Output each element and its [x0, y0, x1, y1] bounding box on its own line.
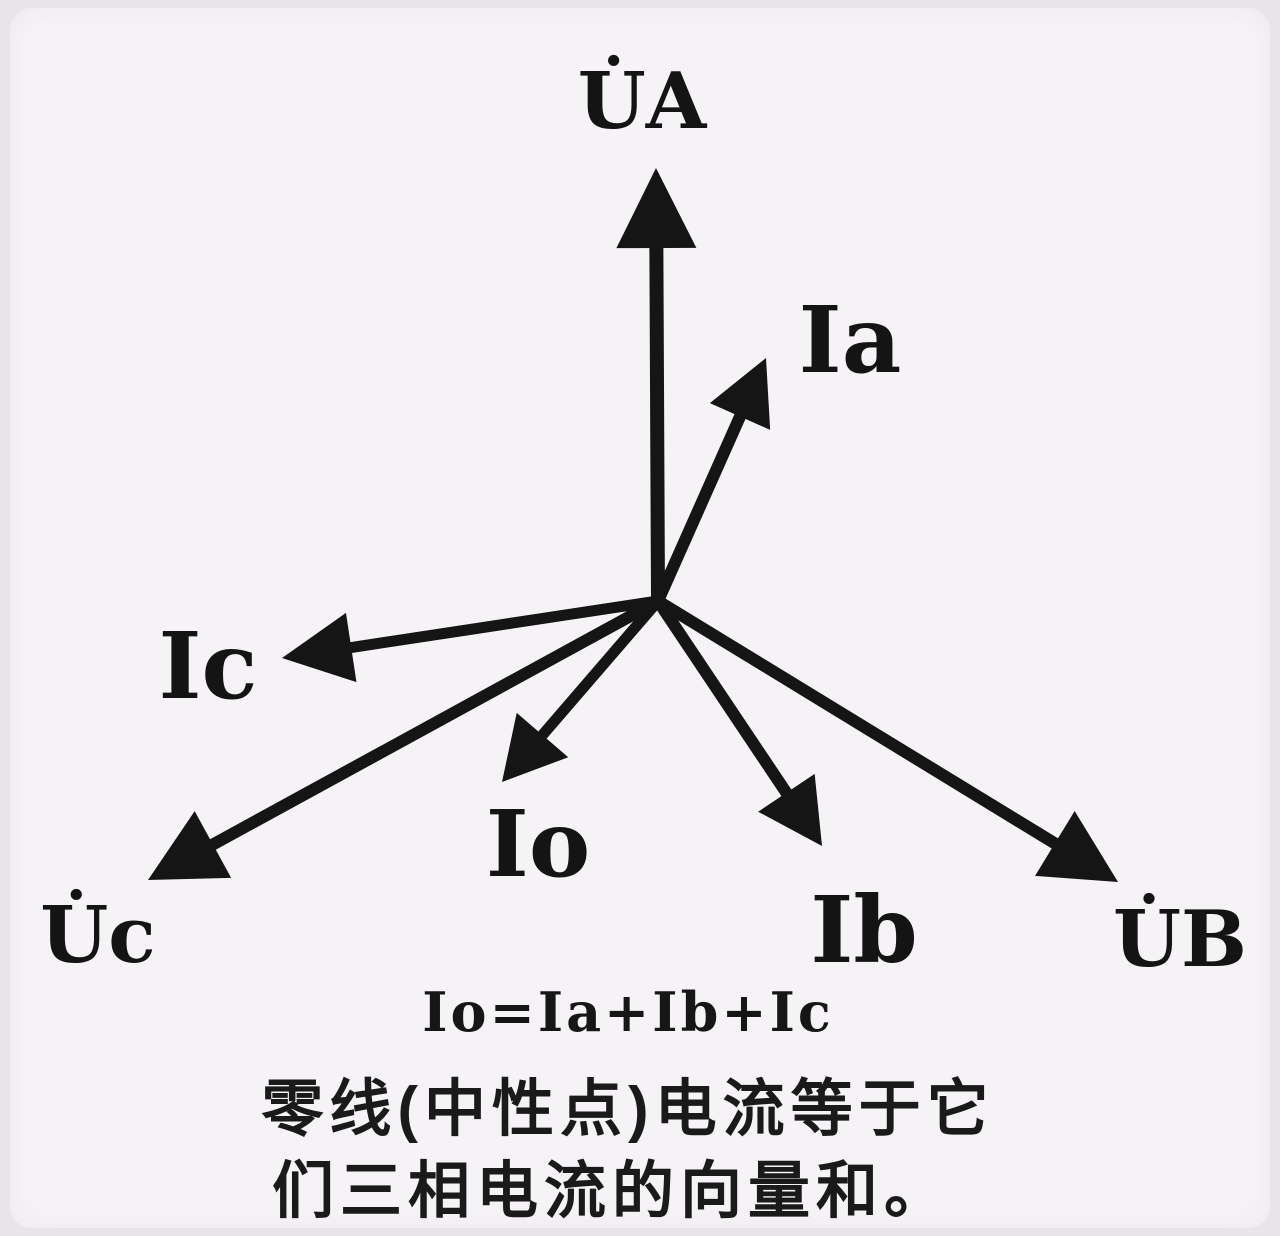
vector-arrowhead-uc — [148, 811, 232, 880]
vector-arrowhead-ic — [282, 612, 357, 683]
vector-arrowhead-ib — [758, 773, 822, 846]
caption-line-2: 们三相电流的向量和。 — [271, 1157, 953, 1226]
vector-label-ua: U̇A — [578, 54, 708, 147]
formula-text: Io=Ia+Ib+Ic — [422, 980, 834, 1044]
vector-ua: U̇A — [578, 54, 708, 608]
vector-shaft-io — [533, 595, 664, 746]
vector-label-ib: Ib — [810, 876, 917, 984]
vector-shaft-ib — [652, 595, 796, 804]
vector-io: Io — [486, 595, 664, 898]
vector-shaft-ia — [652, 405, 749, 607]
vector-label-ub: U̇B — [1113, 892, 1247, 985]
vector-ub: U̇B — [652, 595, 1247, 985]
vector-ic: Ic — [158, 595, 664, 720]
vector-shaft-ic — [339, 595, 664, 654]
vector-arrowhead-ua — [616, 168, 697, 249]
vector-ib: Ib — [652, 595, 918, 984]
vector-arrowhead-io — [502, 712, 569, 782]
vector-shaft-uc — [201, 595, 664, 854]
vector-arrowhead-ub — [1035, 810, 1118, 882]
vector-arrowhead-ia — [709, 358, 771, 430]
vector-shaft-ua — [649, 234, 665, 608]
vector-label-io: Io — [486, 790, 590, 898]
caption-line-1: 零线(中性点)电流等于它 — [261, 1075, 995, 1144]
vector-label-ia: Ia — [799, 286, 902, 394]
vector-shaft-ub — [652, 595, 1066, 853]
vector-uc: U̇c — [40, 595, 664, 981]
vector-label-uc: U̇c — [40, 888, 156, 981]
vector-ia: Ia — [652, 286, 902, 607]
vector-label-ic: Ic — [158, 612, 257, 720]
